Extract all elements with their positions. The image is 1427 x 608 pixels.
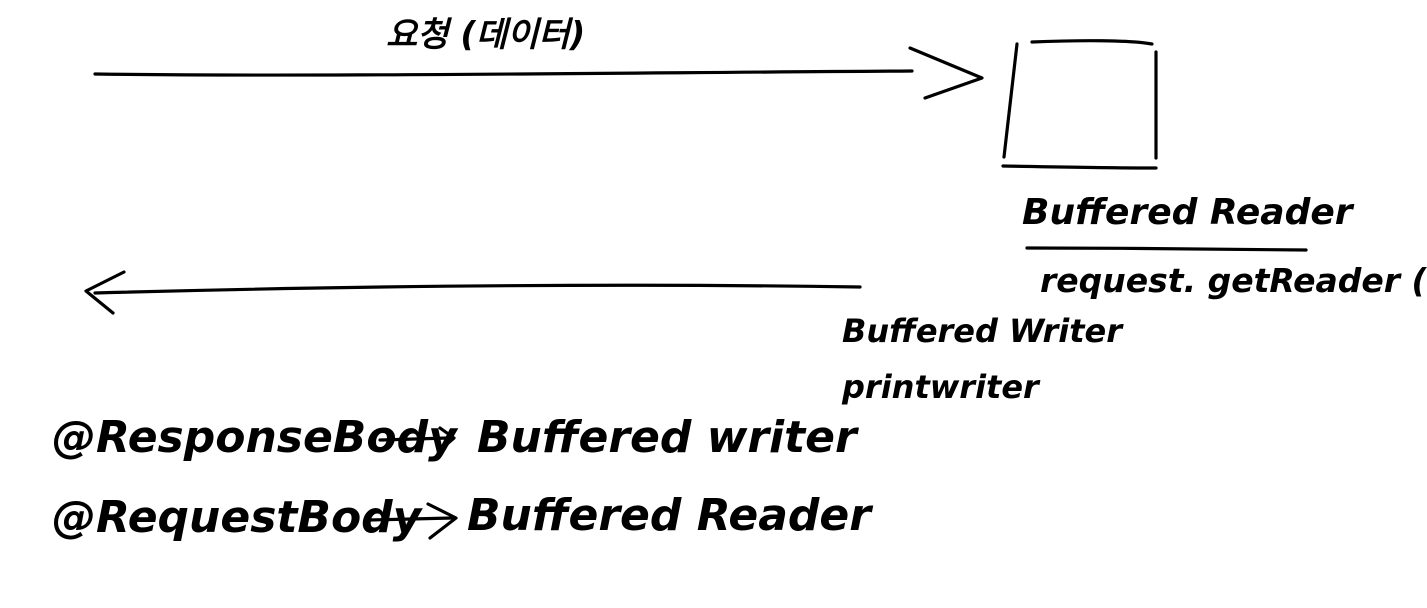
server-box-left	[1002, 42, 1019, 159]
mapping-row-request: @RequestBody Buffered Reader	[52, 490, 873, 543]
request-arrow-line	[93, 69, 914, 77]
request-label: 요청 (데이터)	[386, 15, 585, 55]
response-arrow-line	[93, 283, 862, 295]
response-printwriter-label: printwriter	[841, 368, 1041, 406]
server-box	[1001, 39, 1158, 170]
request-body-arrow-line	[368, 516, 454, 522]
server-reader-label: Buffered Reader	[1022, 192, 1355, 233]
server-box-top	[1030, 39, 1154, 46]
response-body-arrow-head	[438, 426, 456, 452]
response-arrow	[84, 270, 862, 315]
mapping-row-response: @ResponseBody Buffered writer	[52, 412, 859, 463]
response-arrow-head	[84, 270, 126, 315]
server-method-label: request. getReader ( )	[1040, 261, 1427, 300]
request-body-annotation: @RequestBody	[52, 492, 424, 543]
request-body-arrow-head	[426, 502, 458, 540]
request-arrow-head	[908, 46, 984, 100]
request-arrow	[93, 46, 984, 100]
response-body-target: Buffered writer	[477, 412, 859, 463]
response-writer-label: Buffered Writer	[842, 312, 1124, 350]
response-body-annotation: @ResponseBody	[52, 412, 459, 463]
request-body-target: Buffered Reader	[467, 490, 873, 541]
server-box-bottom	[1001, 164, 1158, 170]
server-divider-line	[1025, 246, 1308, 252]
response-body-arrow-line	[378, 436, 450, 442]
